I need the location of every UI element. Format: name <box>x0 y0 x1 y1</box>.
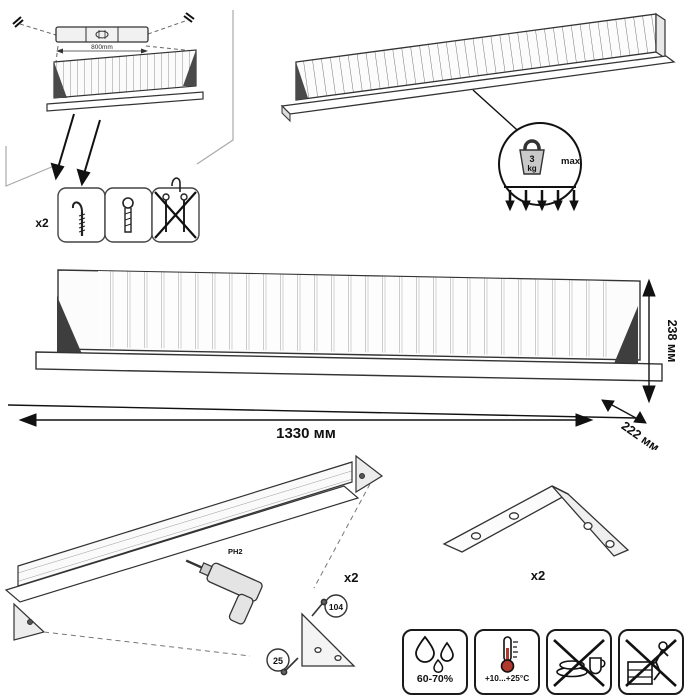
no-dishes-icon <box>553 639 606 687</box>
no-dishes-box <box>546 629 612 695</box>
right-bracket-outline <box>355 454 384 494</box>
no-climbing-box <box>618 629 684 695</box>
bracket-drawing <box>442 485 630 557</box>
wall-plug-icon <box>122 197 134 233</box>
screwdriver-icon <box>185 559 263 625</box>
humidity-box: 60-70% <box>402 629 468 695</box>
cross-out-icon <box>154 191 197 239</box>
depth-dimension-label: 222 мм <box>619 419 662 450</box>
weight-value-label: 3 <box>529 154 534 164</box>
spirit-level-icon <box>55 26 149 43</box>
part-screw-label: 104 <box>329 602 343 612</box>
bracket-qty-label: x2 <box>531 568 545 583</box>
level-dimension: 800mm <box>56 44 148 54</box>
shelf-left-bracket <box>54 62 67 98</box>
thermometer-icon <box>500 636 518 673</box>
shelf-right-bracket <box>183 50 196 86</box>
fasteners-qty-label: x2 <box>35 216 49 230</box>
bracket-part-diagram: x2 <box>442 485 630 583</box>
water-drops-icon <box>415 635 454 674</box>
hook-screw-icon <box>71 201 86 236</box>
room-corner-lines <box>5 10 234 187</box>
alignment-dashed-lines <box>19 19 195 63</box>
level-dimension-label: 800mm <box>91 44 113 51</box>
temperature-label: +10...+25°C <box>484 673 530 683</box>
shelf-perspective-drawing <box>280 12 676 123</box>
right-bracket-silhouette <box>613 306 638 366</box>
wall-mark-left-icon <box>12 16 24 28</box>
humidity-label: 60-70% <box>416 673 454 685</box>
left-bracket-silhouette <box>57 296 82 354</box>
load-arrows-icon <box>504 186 579 212</box>
assembly-diagram: PH2 x2 104 25 <box>4 454 384 676</box>
wall-mark-right-icon <box>183 12 195 23</box>
height-dimension-label: 238 мм <box>665 320 679 363</box>
height-dimension <box>642 278 656 404</box>
bit-label: PH2 <box>228 547 243 556</box>
pointer-arrows <box>50 113 101 187</box>
care-icons-row: 60-70% +10...+25°C <box>402 629 684 695</box>
assembly-qty-label: x2 <box>344 570 358 585</box>
detail-screws-icon <box>280 598 328 676</box>
depth-dimension <box>8 399 647 424</box>
no-climbing-icon <box>625 639 677 687</box>
part-badge-screw: 104 <box>324 594 348 618</box>
dimensioned-shelf-drawing: 1330 мм 238 мм 222 мм <box>8 269 679 450</box>
flipped-shelf-drawing <box>4 454 384 641</box>
fastener-option-boxes <box>57 187 200 243</box>
weight-unit-label: kg <box>527 164 536 173</box>
detail-dashed-leaders <box>43 483 371 657</box>
shelf-small-drawing <box>46 49 204 112</box>
detail-bracket-drawing <box>301 612 356 667</box>
temperature-box: +10...+25°C <box>474 629 540 695</box>
load-limit-diagram: 3 kg max <box>280 12 676 212</box>
hook-icon <box>171 177 181 192</box>
main-shelf-drawing <box>35 269 663 382</box>
kettlebell-icon: 3 kg <box>519 139 545 175</box>
part-bit-label: 25 <box>273 656 283 666</box>
max-label: max <box>561 156 581 167</box>
mounting-diagram: 800mm x2 <box>5 10 234 243</box>
width-dimension-label: 1330 мм <box>276 425 336 442</box>
part-badge-bit: 25 <box>266 648 290 672</box>
